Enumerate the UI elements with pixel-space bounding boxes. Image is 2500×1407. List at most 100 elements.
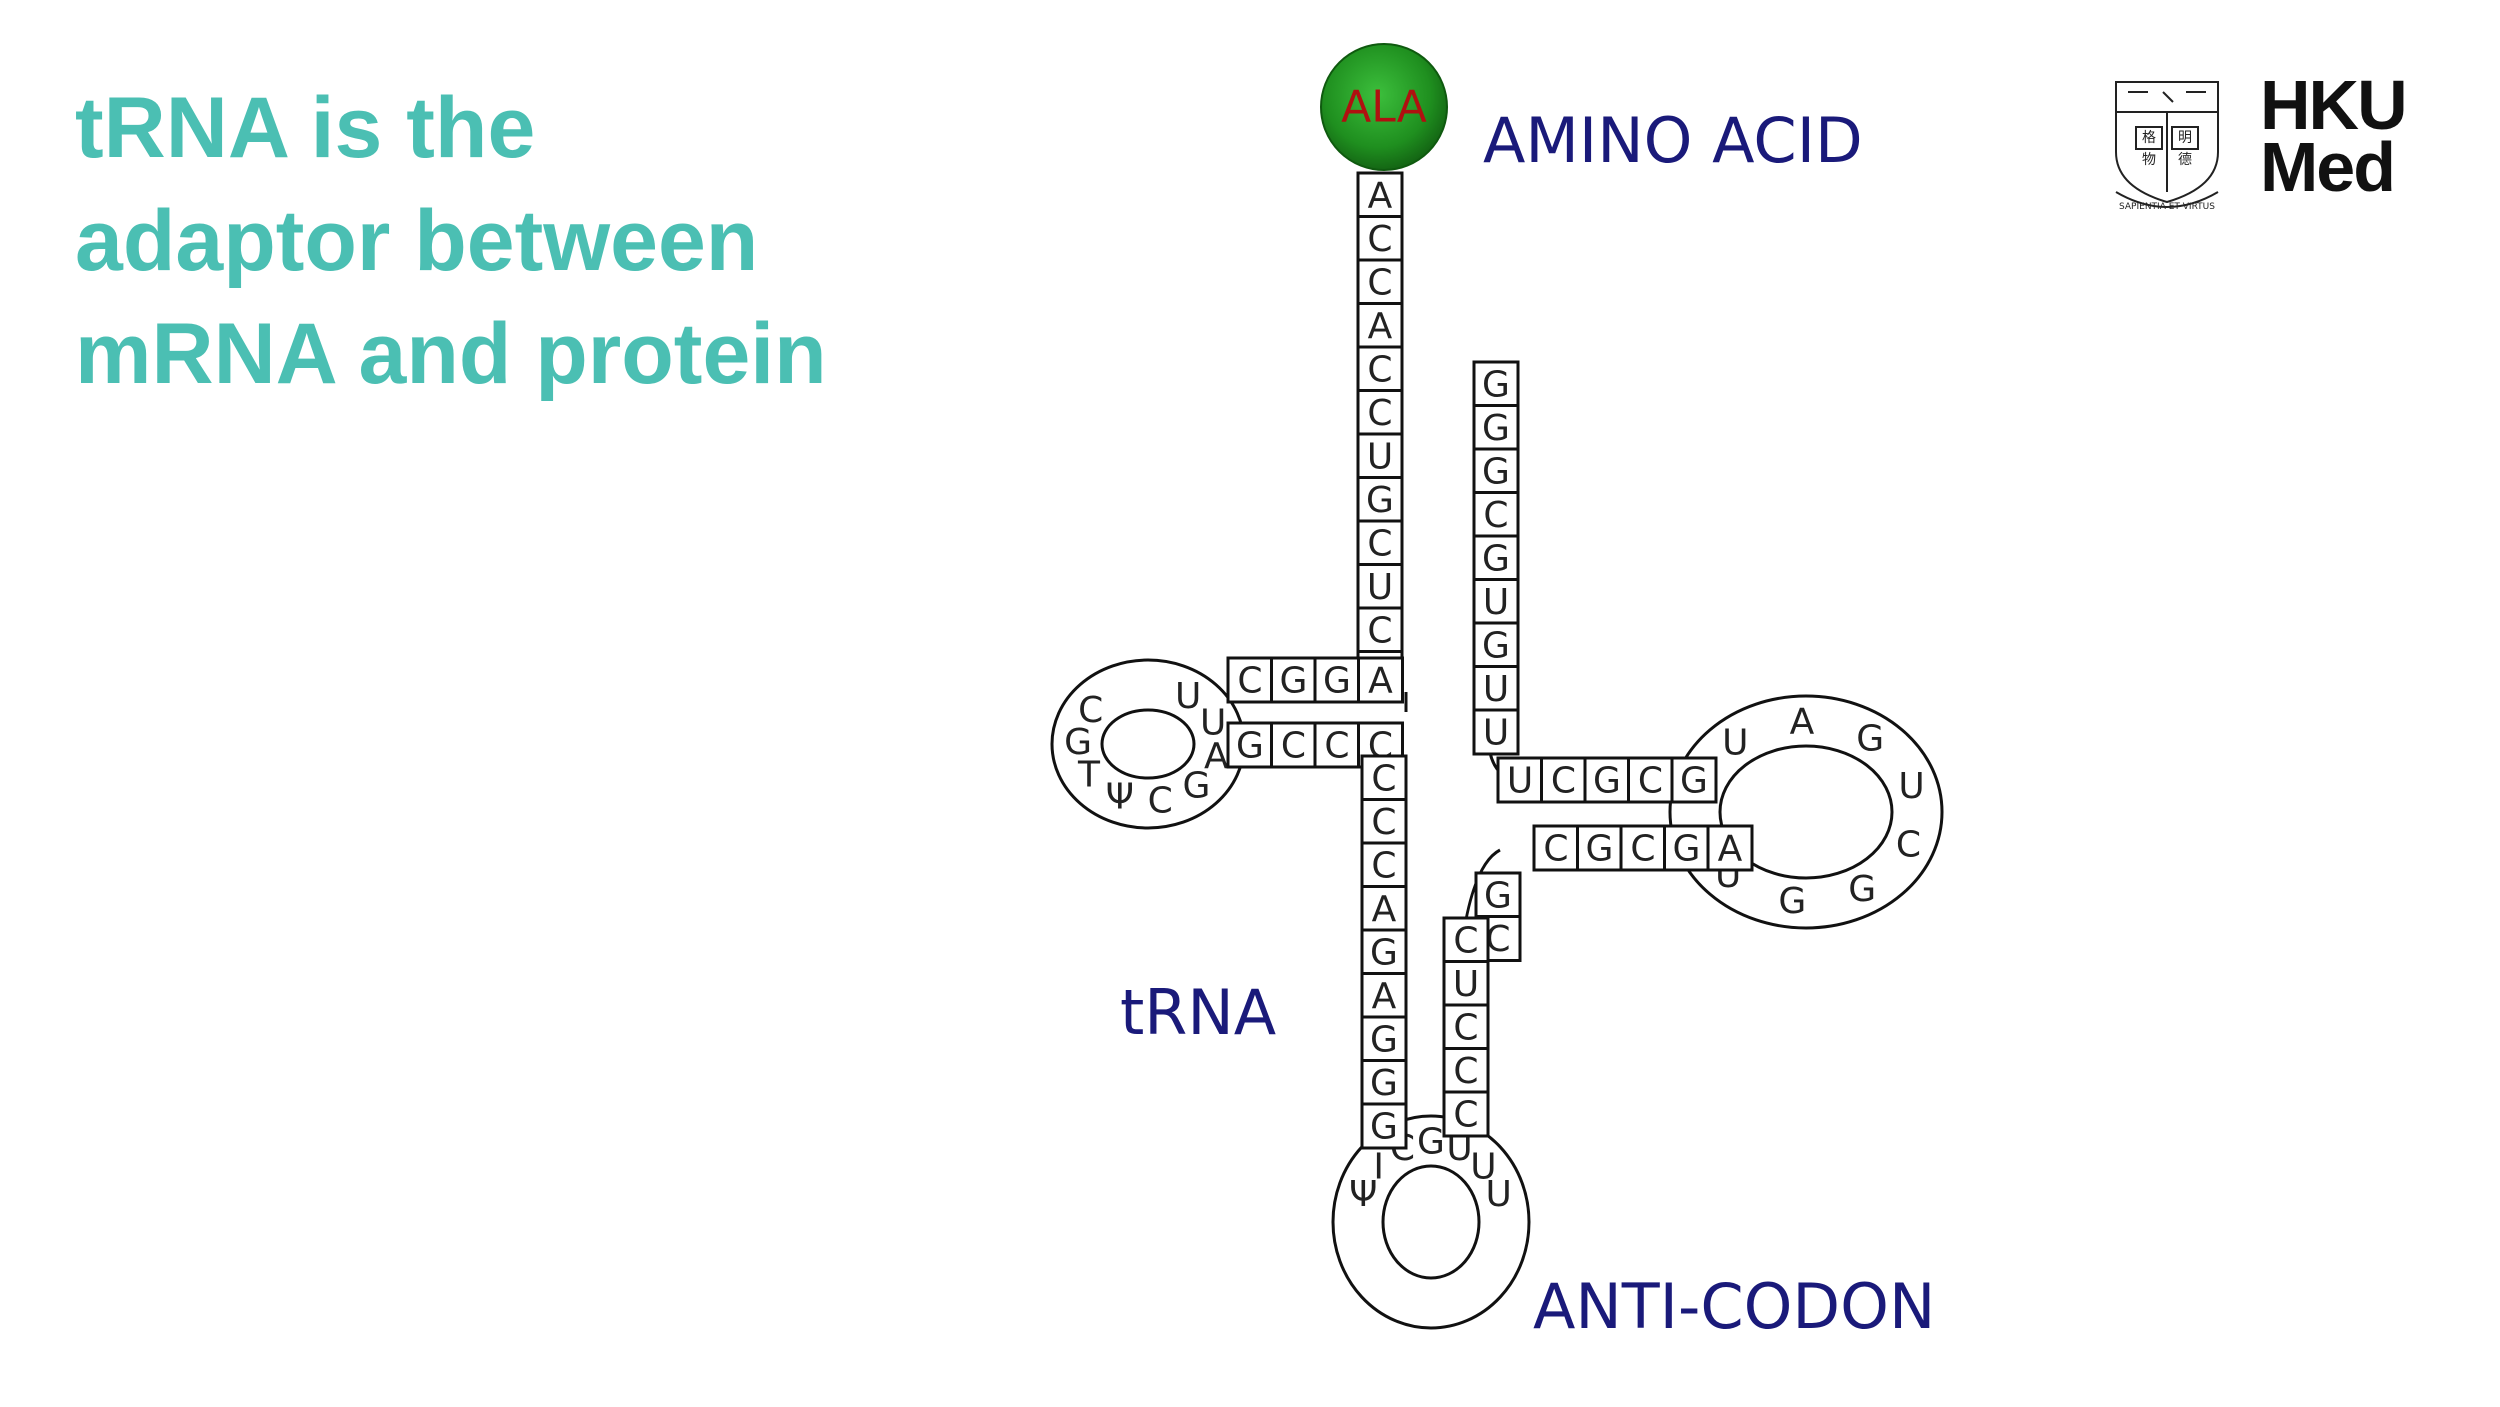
svg-text:C: C [1367,524,1392,565]
svg-text:A: A [1368,306,1393,347]
amino-acid-name: ALA [1341,82,1427,133]
svg-text:G: G [1236,726,1264,767]
nucleotide-anticodon_loop-3: G [1417,1122,1445,1163]
nucleotide-d_loop-0: U [1175,676,1201,717]
nucleotide-acceptor_stem-8: C [1356,519,1404,567]
svg-text:U: U [1367,437,1393,478]
crest-char-3: 物 [2142,152,2156,168]
svg-text:A: A [1368,661,1393,702]
nucleotide-t_loop-6: G [1778,881,1806,922]
nucleotide-right_stem-7: U [1472,665,1520,712]
nucleotide-right_stem-2: G [1472,447,1520,495]
svg-text:G: G [1482,408,1510,449]
svg-text:C: C [1367,219,1392,260]
nucleotide-d_arm_top-3: A [1357,656,1404,704]
nucleotide-t_arm_bottom-4: A [1706,824,1754,872]
nucleotide-d_loop-7: G [1064,722,1092,763]
nucleotide-acceptor_stem-9: U [1356,563,1404,610]
nucleotide-t_arm_top-2: G [1583,756,1631,804]
svg-text:C: C [1367,393,1392,434]
svg-text:G: G [1280,661,1308,702]
svg-text:U: U [1483,669,1509,710]
svg-text:C: C [1371,759,1396,800]
nucleotide-right_stem-8: U [1472,708,1520,756]
nucleotide-anticodon_stem_right-4: C [1442,1090,1490,1138]
nucleotide-d_loop-5: Ψ [1106,777,1134,818]
trna-label: tRNA [1120,976,1276,1049]
svg-text:C: C [1453,1008,1478,1049]
nucleotide-d_loop-3: G [1182,765,1210,806]
svg-text:U: U [1483,713,1509,754]
svg-text:U: U [1367,567,1393,608]
nucleotide-t_loop-4: C [1896,824,1921,865]
nucleotide-right_stem-3: C [1472,491,1520,538]
svg-text:A: A [1718,829,1743,870]
nucleotide-acceptor_stem-1: C [1356,215,1404,262]
nucleotide-d_arm_top-1: G [1270,656,1317,704]
svg-text:C: C [1543,829,1568,870]
nucleotide-t_arm_top-4: G [1670,756,1718,804]
nucleotide-t_loop-5: G [1848,869,1876,910]
svg-text:C: C [1371,846,1396,887]
nucleotide-t_loop-1: A [1790,702,1815,743]
svg-text:G: G [1482,539,1510,580]
slide-title-line-1: tRNA is the [75,80,536,176]
svg-text:G: G [1484,876,1512,917]
nucleotide-acceptor_stem-3: A [1356,302,1404,349]
nucleotide-d_loop-4: C [1148,781,1173,822]
svg-text:G: G [1366,480,1394,521]
nucleotide-t_arm_top-0: U [1496,756,1544,804]
svg-text:C: C [1630,829,1655,870]
nucleotide-t_arm_bottom-2: C [1619,824,1667,872]
loop-inner-anticodon_loop [1381,1164,1481,1280]
slide-title: tRNA is the adaptor between mRNA and pro… [75,72,975,411]
nucleotide-acceptor_stem-5: C [1356,389,1404,436]
nucleotide-anticodon_stem_left-6: G [1360,1015,1408,1063]
svg-text:C: C [1324,726,1349,767]
loop-inner-d_loop [1100,708,1196,780]
nucleotide-anticodon_stem_left-0: C [1360,754,1408,802]
nucleotide-anticodon_stem_left-5: A [1360,972,1408,1019]
nucleotide-acceptor_stem-4: C [1356,345,1404,393]
crest-char-1: 格 [2142,130,2156,146]
nucleotide-anticodon_stem_right-3: C [1442,1047,1490,1094]
nucleotide-d_arm_top-0: C [1226,656,1274,704]
nucleotide-acceptor_stem-2: C [1356,258,1404,306]
svg-text:C: C [1453,921,1478,962]
nucleotide-d_arm_bottom-2: C [1313,721,1361,769]
svg-text:C: C [1237,661,1262,702]
nucleotide-t_arm_bottom-3: G [1663,824,1710,872]
nucleotide-anticodon_stem_left-4: G [1360,928,1408,976]
nucleotide-anticodon_stem_left-1: C [1360,798,1408,845]
svg-text:C: C [1485,919,1510,960]
nucleotide-anticodon_stem_left-2: C [1360,841,1408,889]
nucleotide-right_stem-1: G [1472,404,1520,451]
svg-text:U: U [1507,761,1533,802]
svg-text:C: C [1367,263,1392,304]
nucleotide-acceptor_stem-7: G [1356,476,1404,523]
svg-text:C: C [1281,726,1306,767]
svg-text:U: U [1453,964,1479,1005]
svg-text:C: C [1367,611,1392,652]
svg-text:A: A [1368,176,1393,217]
crest-char-2: 明 [2178,130,2192,146]
hku-crest-icon: 格 明 物 德 SAPIENTIA ET VIRTUS [2115,81,2219,212]
crest-char-4: 德 [2178,152,2192,168]
nucleotide-d_arm_bottom-0: G [1226,721,1274,769]
nucleotide-anticodon_loop-6: U [1485,1174,1511,1215]
nucleotide-anticodon_loop-0: Ψ [1349,1174,1377,1215]
nucleotide-t_arm_top-1: C [1540,756,1587,804]
nucleotide-t_loop-2: G [1856,718,1884,759]
svg-text:A: A [1372,976,1397,1017]
nucleotide-d_arm_top-2: G [1313,656,1361,704]
nucleotide-d_loop-6: T [1077,755,1101,796]
nucleotide-anticodon_loop-1: I [1373,1147,1384,1188]
loop-inner-t_loop [1718,744,1894,880]
nucleotide-t_loop-3: U [1898,766,1924,807]
logo-text-line-1: HKU [2260,66,2408,144]
svg-text:G: G [1370,1020,1398,1061]
logo-text-line-2: Med [2260,128,2396,206]
slide-title-line-2: adaptor between [75,193,759,289]
svg-text:C: C [1453,1051,1478,1092]
